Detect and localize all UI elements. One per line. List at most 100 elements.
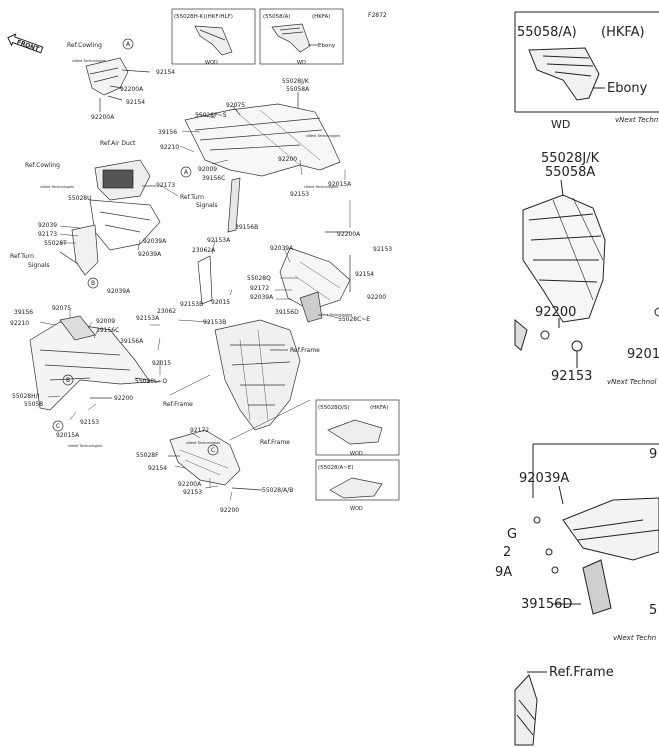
svg-text:WOD: WOD bbox=[350, 506, 363, 512]
part-label-p92200-a: 92200 bbox=[278, 156, 297, 163]
part-label-p92173-a: 92173 bbox=[156, 182, 175, 189]
part-label-p92039a-d: 92039A bbox=[270, 245, 294, 252]
watermark-1: vNext Technologies bbox=[72, 59, 106, 63]
part-label-p23062: 23062 bbox=[157, 308, 176, 315]
zoom-watermark-2: vNext Technol bbox=[607, 378, 657, 386]
part-label-p92172-a: 92172 bbox=[250, 285, 269, 292]
part-label-p55028u: 55028U bbox=[68, 195, 91, 202]
belly-pan bbox=[168, 429, 263, 491]
part-label-p92039a-c: 92039A bbox=[107, 288, 131, 295]
part-label-p92154-d: 92154 bbox=[148, 465, 167, 472]
ref-turn-signals-1b: Signals bbox=[196, 202, 218, 209]
part-label-p92173-b: 92173 bbox=[38, 231, 57, 238]
part-label-p39156b: 39156B bbox=[235, 224, 258, 231]
part-label-p92153-d: 92153 bbox=[183, 489, 202, 496]
part-label-p92154-b: 92154 bbox=[126, 99, 145, 106]
svg-text:(HKFA): (HKFA) bbox=[370, 405, 388, 411]
inset-hkfa-55058a: (55058/A) (HKFA) Ebony WD bbox=[259, 8, 344, 66]
callout-c-1 bbox=[52, 420, 64, 432]
part-label-p92009-b: 92009 bbox=[96, 318, 115, 325]
front-label: FRONT bbox=[16, 39, 41, 54]
front-arrow-icon: FRONT bbox=[7, 33, 44, 54]
callout-a-1-label: A bbox=[126, 41, 131, 48]
svg-text:(55028H-K)(HKF/HLF): (55028H-K)(HKF/HLF) bbox=[174, 14, 233, 20]
svg-text:Ebony: Ebony bbox=[318, 43, 336, 49]
small-cowl-upper-left bbox=[85, 57, 151, 112]
callout-b-1-label: B bbox=[91, 280, 95, 287]
part-label-p39156c-a: 39156C bbox=[202, 175, 225, 182]
part-label-p92154-a: 92154 bbox=[156, 69, 175, 76]
svg-text:(55028/A~E): (55028/A~E) bbox=[318, 465, 354, 471]
part-label-p92039a-b: 92039A bbox=[138, 251, 162, 258]
part-label-p39156-a: 39156 bbox=[158, 129, 177, 136]
part-label-p55028t: 55028T bbox=[44, 240, 67, 247]
zoom-detail: 55058/A) (HKFA) Ebony WD 55028J/K 55058A… bbox=[495, 11, 659, 746]
svg-text:(HKFA): (HKFA) bbox=[312, 14, 330, 20]
part-label-p39156c-b: 39156C bbox=[96, 327, 119, 334]
part-label-p92039a-a: 92039A bbox=[143, 238, 167, 245]
part-label-p92015-a: 92015 bbox=[211, 299, 230, 306]
part-label-p92039: 92039 bbox=[38, 222, 57, 229]
part-label-p92015a-a: 92015A bbox=[328, 181, 352, 188]
zoom-lower-assembly bbox=[514, 443, 659, 746]
part-label-p92015-b: 92015 bbox=[152, 360, 171, 367]
part-label-p55028f: 55028F bbox=[136, 452, 159, 459]
part-label-p92153a-a: 92153A bbox=[207, 237, 231, 244]
zoom-frag-9a: 9A bbox=[495, 565, 512, 580]
part-label-p55028ce: 55028C~E bbox=[338, 316, 370, 323]
part-label-p92153b-b: 92153B bbox=[203, 319, 226, 326]
zoom-92153: 92153 bbox=[551, 369, 592, 384]
callout-c-2-label: C bbox=[211, 447, 215, 454]
part-label-p92153-a: 92153 bbox=[290, 191, 309, 198]
part-label-p92200a-b: 92200A bbox=[91, 114, 115, 121]
part-label-p39156-b: 39156 bbox=[14, 309, 33, 316]
zoom-watermark-3: vNext Techn bbox=[613, 634, 656, 642]
watermark-3: vNext Technologies bbox=[304, 185, 338, 189]
callout-c-2 bbox=[207, 444, 219, 456]
zoom-39156d: 39156D bbox=[521, 597, 572, 612]
inset-hkf-hlf: (55028H-K)(HKF/HLF) WOD bbox=[171, 8, 256, 66]
callout-a-1 bbox=[122, 38, 134, 50]
watermark-4: vNext Technologies bbox=[40, 185, 74, 189]
part-label-p55028q: 55028Q bbox=[247, 275, 271, 282]
zoom-frag-2: 2 bbox=[503, 545, 511, 560]
inset-55028-ae: (55028/A~E) WOD bbox=[315, 459, 400, 512]
callout-b-2-label: B bbox=[66, 377, 70, 384]
part-label-p39156a: 39156A bbox=[120, 338, 144, 345]
part-label-p92210-b: 92210 bbox=[10, 320, 29, 327]
part-label-p92200a-d: 92200A bbox=[178, 481, 202, 488]
zoom-92200: 92200 bbox=[535, 305, 576, 320]
part-label-p92039a-e: 92039A bbox=[250, 294, 274, 301]
part-label-p23062a: 23062A bbox=[192, 247, 216, 254]
ref-frame-2: Ref.Frame bbox=[163, 401, 193, 408]
zoom-ref-frame: Ref.Frame bbox=[549, 665, 614, 680]
part-label-p92009-a: 92009 bbox=[198, 166, 217, 173]
part-label-p55028hi: 55028H/I bbox=[12, 393, 40, 400]
part-label-p55028jk: 55028J/K bbox=[282, 78, 310, 85]
ref-turn-signals-2b: Signals bbox=[28, 262, 50, 269]
lower-left-cowling bbox=[29, 315, 161, 411]
ref-cowling-2: Ref.Cowling bbox=[25, 162, 60, 169]
zoom-inset-color-code: Ebony bbox=[607, 81, 648, 96]
zoom-inset-code: 55058/A) bbox=[517, 25, 577, 40]
ref-frame-1: Ref.Frame bbox=[290, 347, 320, 354]
part-label-p92200a-a: 92200A bbox=[120, 86, 144, 93]
part-label-p55058a: 55058A bbox=[286, 86, 310, 93]
zoom-inset-color: WD bbox=[551, 118, 570, 131]
svg-text:WD: WD bbox=[297, 60, 306, 66]
part-label-p92154-c: 92154 bbox=[355, 271, 374, 278]
part-label-p92153b-a: 92153B bbox=[180, 301, 203, 308]
inset-hkfa-55028qs: (55028Q/S) (HKFA) WOD bbox=[315, 399, 400, 457]
part-label-p92200-d: 92200 bbox=[220, 507, 239, 514]
part-label-p55058: 55058 bbox=[24, 401, 43, 408]
ref-turn-signals-2a: Ref.Turn bbox=[10, 253, 34, 260]
zoom-55028jk: 55028J/K bbox=[541, 151, 600, 166]
zoom-9201: 9201 bbox=[627, 347, 659, 362]
ref-air-duct: Ref.Air Duct bbox=[100, 140, 136, 147]
part-label-p92015a-b: 92015A bbox=[56, 432, 80, 439]
upper-cowling bbox=[184, 92, 341, 177]
zoom-watermark-1: vNext Techn bbox=[615, 116, 658, 124]
zoom-55058a: 55058A bbox=[545, 165, 595, 180]
watermark-5: vNext Technologies bbox=[318, 313, 352, 317]
ref-turn-signals-1a: Ref.Turn bbox=[180, 194, 204, 201]
